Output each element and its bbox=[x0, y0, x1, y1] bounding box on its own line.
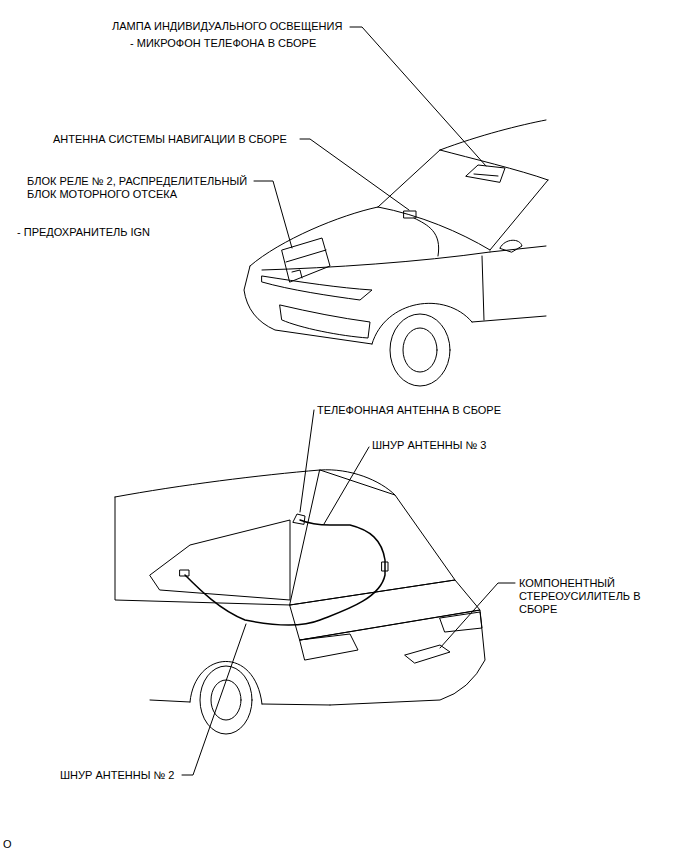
car-outline bbox=[244, 266, 372, 344]
leader-line bbox=[350, 27, 486, 166]
phone-antenna bbox=[293, 514, 305, 524]
antenna-cord bbox=[185, 520, 385, 625]
interior-lamp bbox=[474, 174, 498, 176]
interior-lamp bbox=[466, 165, 505, 182]
part-label: - МИКРОФОН ТЕЛЕФОНА В СБОРЕ bbox=[130, 37, 319, 50]
rear-window bbox=[290, 470, 455, 605]
taillight bbox=[300, 634, 358, 660]
part-label: ШНУР АНТЕННЫ № 3 bbox=[372, 439, 489, 452]
leader-line bbox=[300, 410, 314, 512]
part-label: АНТЕННА СИСТЕМЫ НАВИГАЦИИ В СБОРЕ bbox=[53, 133, 289, 146]
leader-line bbox=[254, 181, 292, 248]
car-outline bbox=[472, 316, 546, 322]
door-line bbox=[482, 256, 484, 320]
car-outline bbox=[262, 252, 490, 270]
taillight bbox=[440, 612, 482, 632]
part-label: ТЕЛЕФОННАЯ АНТЕННА В СБОРЕ bbox=[317, 404, 504, 417]
part-label: - ПРЕДОХРАНИТЕЛЬ IGN bbox=[17, 226, 153, 239]
wheel-arch bbox=[190, 661, 262, 704]
car-outline bbox=[440, 120, 546, 150]
car-outline bbox=[150, 700, 330, 705]
car-outline bbox=[378, 150, 440, 207]
wheel bbox=[403, 328, 437, 372]
wheel bbox=[200, 666, 252, 734]
part-label: ШНУР АНТЕННЫ № 2 bbox=[60, 769, 177, 782]
car-outline bbox=[490, 246, 546, 252]
wheel bbox=[390, 314, 450, 386]
car-outline bbox=[115, 497, 290, 605]
car-outline bbox=[378, 207, 490, 250]
wheel bbox=[211, 680, 241, 720]
figure-code: O bbox=[3, 838, 14, 851]
cord-connector bbox=[180, 570, 189, 576]
wheel-arch bbox=[372, 303, 472, 344]
side-window bbox=[150, 520, 290, 600]
leader-line bbox=[182, 624, 246, 775]
leader-line bbox=[300, 139, 409, 210]
mirror bbox=[500, 240, 522, 252]
part-label: БЛОК РЕЛЕ № 2, РАСПРЕДЕЛИТЕЛЬНЫЙ БЛОК МО… bbox=[27, 175, 250, 201]
part-label: ЛАМПА ИНДИВИДУАЛЬНОГО ОСВЕЩЕНИЯ bbox=[112, 20, 345, 33]
car-outline bbox=[250, 207, 378, 266]
car-outline bbox=[440, 150, 548, 180]
car-outline bbox=[490, 180, 548, 250]
amplifier bbox=[405, 645, 450, 663]
leader-line bbox=[324, 447, 369, 524]
part-label: КОМПОНЕНТНЫЙ СТЕРЕОУСИЛИТЕЛЬ В СБОРЕ bbox=[519, 577, 643, 616]
antenna-wire bbox=[414, 218, 439, 256]
cord-connector bbox=[382, 562, 388, 571]
front-car bbox=[244, 120, 548, 386]
relay-block bbox=[286, 250, 326, 278]
leader-line bbox=[440, 583, 515, 648]
grille bbox=[280, 305, 370, 338]
car-outline bbox=[300, 610, 485, 705]
headlight bbox=[262, 276, 372, 300]
relay-block bbox=[282, 238, 330, 282]
nav-antenna bbox=[404, 211, 416, 218]
